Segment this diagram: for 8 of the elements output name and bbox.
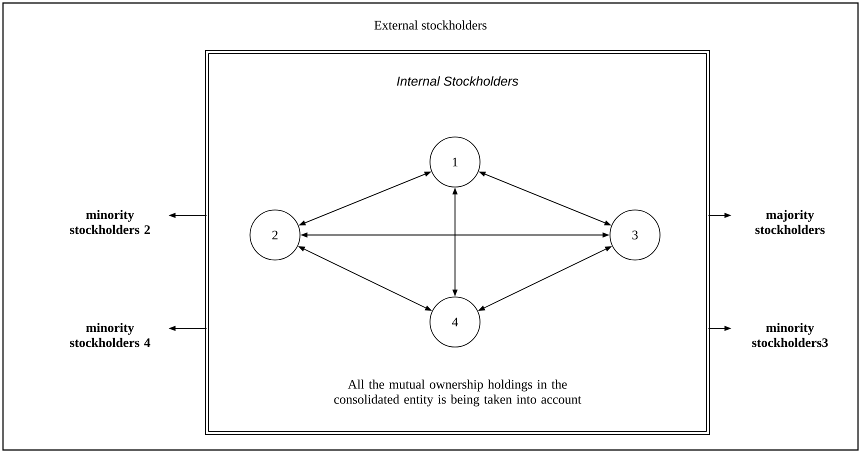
stockholder-label: minority stockholders3 bbox=[752, 322, 828, 348]
stockholder-label: minority stockholders 4 bbox=[70, 322, 150, 348]
circle-node: 2 bbox=[250, 210, 300, 260]
circle-node: 3 bbox=[610, 210, 660, 260]
circle-node: 1 bbox=[430, 136, 480, 188]
stockholder-label: minority stockholders 2 bbox=[70, 210, 150, 234]
stockholder-label: majority stockholders bbox=[755, 210, 825, 234]
circle-node: 4 bbox=[430, 296, 480, 348]
